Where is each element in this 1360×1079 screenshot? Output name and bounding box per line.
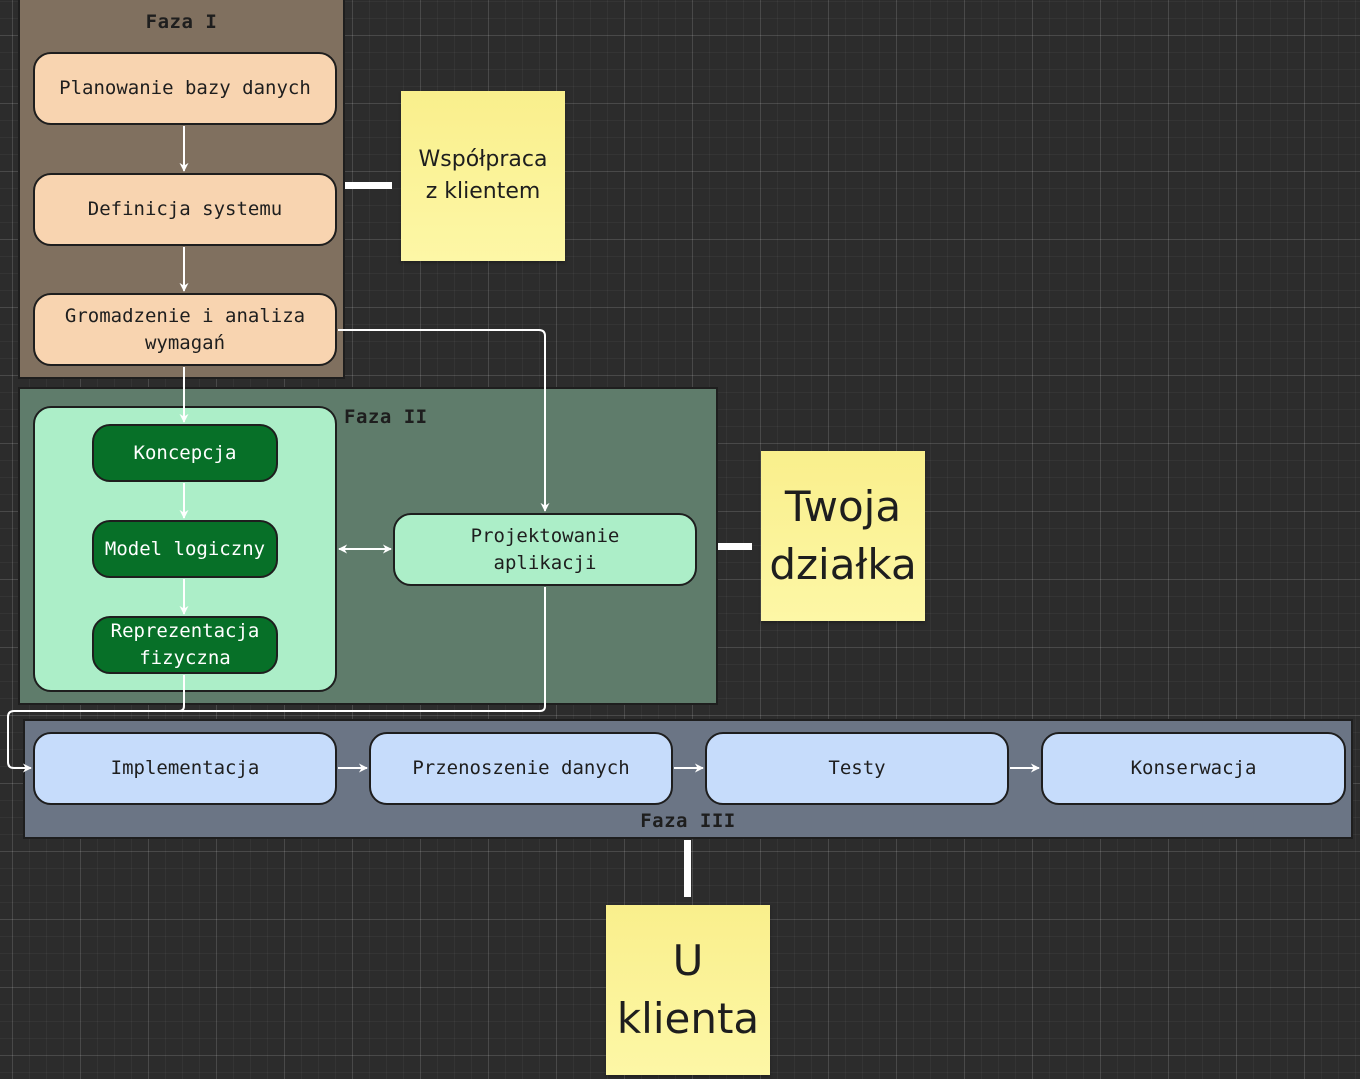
node-gromadzenie-label: Gromadzenie i analiza wymagań [64,304,306,354]
node-reprezentacja-label: Reprezentacja fizyczna [110,620,260,669]
node-koncepcja[interactable]: Koncepcja [92,424,278,482]
node-konserwacja[interactable]: Konserwacja [1041,732,1346,805]
sticky-u-klienta-text: U klienta [616,936,760,1043]
sticky-note-twoja-dzialka[interactable]: Twoja działka [761,451,925,621]
sticky-note-u-klienta[interactable]: U klienta [606,905,770,1075]
phase-3-label: Faza III [640,810,736,832]
node-konserwacja-label: Konserwacja [1130,757,1257,779]
node-planowanie-label: Planowanie bazy danych [59,77,311,99]
phase-2-label: Faza II [344,406,428,428]
node-model-logiczny[interactable]: Model logiczny [92,520,278,578]
node-testy-label: Testy [828,757,886,779]
node-definicja[interactable]: Definicja systemu [33,173,337,246]
node-projektowanie-label: Projektowanie aplikacji [470,524,620,574]
node-przenoszenie[interactable]: Przenoszenie danych [369,732,673,805]
sticky-twoja-dzialka-text: Twoja działka [769,482,917,589]
node-przenoszenie-label: Przenoszenie danych [412,757,630,779]
sticky-note-wspolpraca[interactable]: Współpraca z klientem [401,91,565,261]
sticky-wspolpraca-text: Współpraca z klientem [418,147,548,204]
node-projektowanie[interactable]: Projektowanie aplikacji [393,513,697,586]
sticky-wspolpraca-connector [345,182,392,189]
node-implementacja-label: Implementacja [110,757,260,779]
node-model-logiczny-label: Model logiczny [104,537,266,560]
phase-1-label: Faza I [145,11,218,33]
node-koncepcja-label: Koncepcja [133,441,237,464]
node-definicja-label: Definicja systemu [87,198,283,220]
sticky-twoja-dzialka-connector [718,543,752,550]
node-gromadzenie[interactable]: Gromadzenie i analiza wymagań [33,293,337,366]
node-testy[interactable]: Testy [705,732,1009,805]
node-planowanie[interactable]: Planowanie bazy danych [33,52,337,125]
node-implementacja[interactable]: Implementacja [33,732,337,805]
node-reprezentacja[interactable]: Reprezentacja fizyczna [92,616,278,674]
sticky-u-klienta-connector [684,840,691,897]
